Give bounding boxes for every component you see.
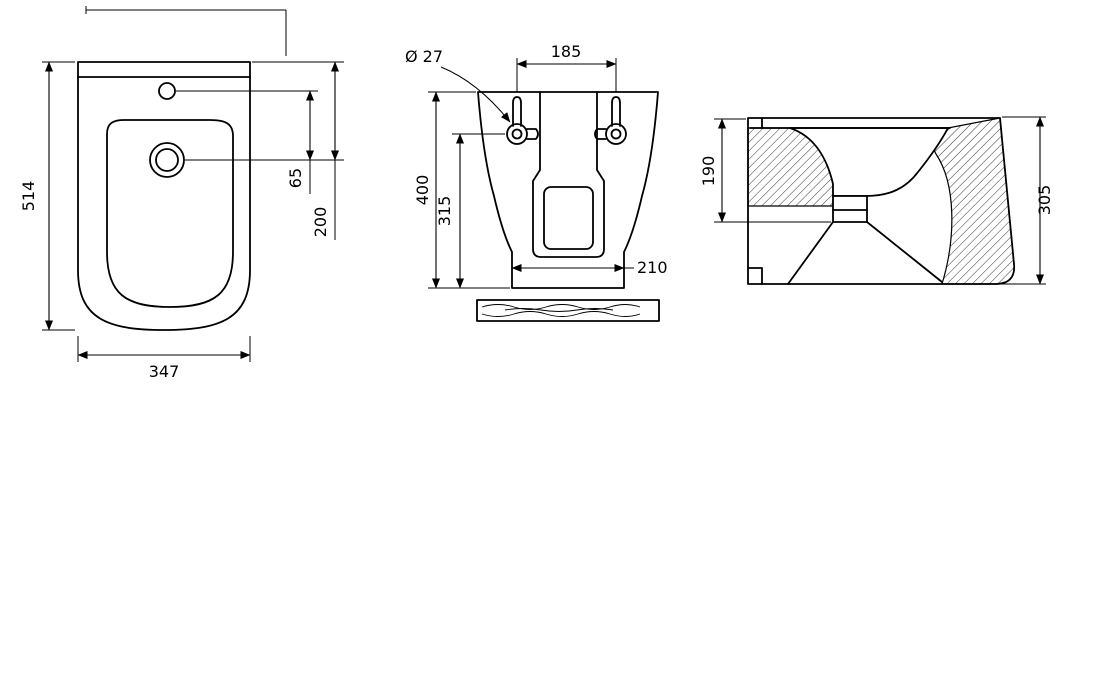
dim-text-400: 400 [413,175,432,206]
top-view: 514 347 65 200 [19,6,344,381]
dim-tap-hole-offset: 65 [286,90,314,194]
front-outline [477,91,659,289]
fixing-hole-outer [605,123,627,145]
dim-drain-offset: 200 [311,61,339,240]
leader-line [440,66,511,123]
side-view: 190 305 [699,116,1054,285]
dim-overall-length: 514 [19,61,75,331]
dim-text-210: 210 [637,258,668,277]
trap-housing-inner [543,186,594,250]
dim-text-65: 65 [286,168,305,188]
dim-text-200: 200 [311,207,330,238]
fixing-slot [512,96,522,127]
trap-housing-outline [532,91,605,258]
dim-side-height: 305 [1000,116,1054,285]
bidet-body-outline [77,61,251,331]
dim-text-315: 315 [435,196,454,227]
dim-bowl-depth: 190 [699,118,831,223]
fixing-hole-inner [511,128,523,140]
fixing-slot [611,96,621,127]
drain-trap [832,195,868,223]
dim-overall-width: 347 [77,336,251,381]
dim-text-514: 514 [19,181,38,212]
drain-hole-outer [149,142,185,178]
dim-hole-spacing: 185 [516,42,617,92]
dim-text-185: 185 [551,42,582,61]
front-view: Ø 27 185 400 315 210 [405,42,668,322]
dim-text-190: 190 [699,156,718,187]
dim-text-305: 305 [1035,185,1054,216]
bowl-cavity [789,127,949,197]
inner-basin-outline [106,119,234,308]
fixing-hole-inner [610,128,622,140]
foot-notch [747,267,763,285]
dim-text-hole-dia: Ø 27 [405,47,443,66]
keyhole-slot [526,128,539,140]
fixing-hole-outer [506,123,528,145]
mounting-plank [476,299,660,322]
dim-front-height: 400 [413,91,510,289]
dim-hole-diameter: Ø 27 [405,47,511,123]
dim-hole-height: 315 [435,133,505,289]
underside-edge-left [787,221,834,285]
fixing-hole-left [506,96,539,145]
dim-text-347: 347 [149,362,180,381]
tap-hole [158,82,176,100]
underside-edge-right [866,221,943,283]
plank-outline [476,299,660,322]
drain-hole-inner [155,148,179,172]
wood-grain-line [481,311,641,317]
wood-grain-line [504,308,614,312]
dim-base-width: 210 [511,258,668,277]
wood-grain-line [481,304,641,310]
